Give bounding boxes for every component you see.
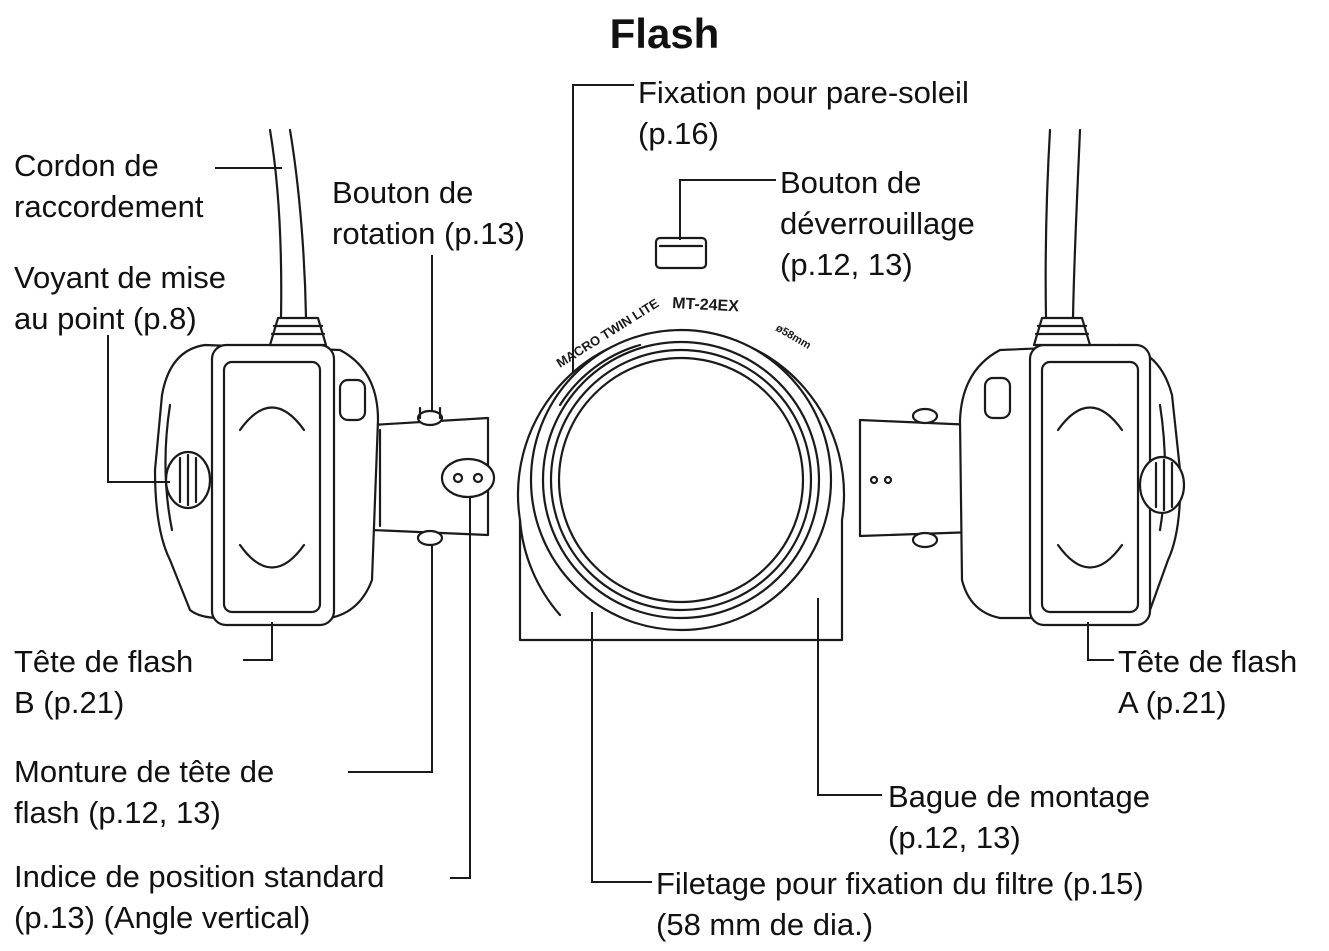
- ring-model-marking: MT-24EX: [672, 295, 740, 315]
- leader-deverrouillage: [679, 179, 776, 240]
- label-voyant: Voyant de mise au point (p.8): [14, 260, 226, 336]
- cable-left: [268, 128, 308, 320]
- label-monture: Monture de tête de flash (p.12, 13): [14, 754, 275, 830]
- flash-head-b: [153, 316, 380, 627]
- label-bague-montage: Bague de montage (p.12, 13): [888, 779, 1150, 855]
- leader-bague: [817, 598, 882, 796]
- leader-fixation: [572, 84, 634, 372]
- leader-tete-b: [243, 622, 273, 661]
- leader-voyant: [107, 335, 170, 483]
- leader-tete-a: [1087, 622, 1114, 661]
- cable-right: [1044, 128, 1082, 320]
- leader-indice: [450, 496, 471, 879]
- label-cordon: Cordon de raccordement: [14, 148, 204, 224]
- diagram-title: Flash: [609, 10, 720, 57]
- leader-filetage: [591, 612, 652, 883]
- label-tete-flash-a: Tête de flash A (p.21): [1118, 644, 1298, 720]
- mounting-ring: [516, 236, 846, 642]
- ring-size-marking: ø58mm: [774, 322, 814, 352]
- flash-head-a: [958, 316, 1186, 627]
- leader-monture: [348, 545, 433, 773]
- label-filetage: Filetage pour fixation du filtre (p.15) …: [656, 866, 1144, 942]
- label-bouton-deverrouillage: Bouton de déverrouillage (p.12, 13): [780, 165, 975, 282]
- label-fixation-pare-soleil: Fixation pour pare-soleil (p.16): [638, 75, 969, 151]
- label-bouton-rotation: Bouton de rotation (p.13): [332, 175, 525, 251]
- label-tete-flash-b: Tête de flash B (p.21): [14, 644, 194, 720]
- label-indice: Indice de position standard (p.13) (Angl…: [14, 859, 385, 935]
